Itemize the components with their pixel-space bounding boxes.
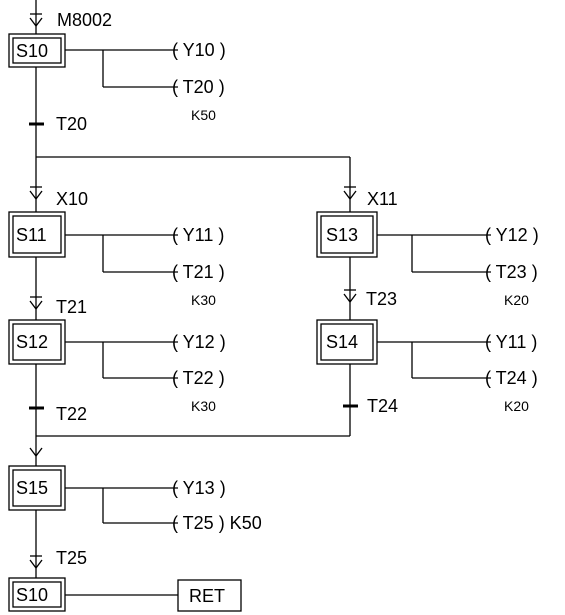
entry-arrow-x11 xyxy=(343,186,357,200)
step-s10-jump: S10 xyxy=(8,577,66,612)
step-s13: S13 xyxy=(316,211,378,258)
s12-output-t22: ( T22 ) xyxy=(172,368,225,388)
entry-arrow-t23 xyxy=(343,289,357,303)
s13-output-wiring xyxy=(377,234,491,273)
step-s14-label: S14 xyxy=(326,332,358,352)
ret-label: RET xyxy=(189,586,225,606)
step-s15: S15 xyxy=(8,465,66,511)
step-s10-label: S10 xyxy=(16,41,48,61)
entry-arrow-t25 xyxy=(29,555,43,569)
step-s15-label: S15 xyxy=(16,478,48,498)
transition-label-x11: X11 xyxy=(367,189,398,209)
transition-label-t25: T25 xyxy=(56,548,87,568)
transition-label-t23: T23 xyxy=(366,289,397,309)
transition-label-t21: T21 xyxy=(56,297,87,317)
s14-output-t24: ( T24 ) xyxy=(485,368,538,388)
initial-entry-arrow xyxy=(29,0,43,34)
step-s11: S11 xyxy=(8,211,66,258)
step-s12-label: S12 xyxy=(16,332,48,352)
s10-output-wiring xyxy=(65,49,178,88)
step-s10-jump-label: S10 xyxy=(16,585,48,605)
s12-output-wiring xyxy=(65,341,178,379)
s13-output-y12: ( Y12 ) xyxy=(485,225,539,245)
s12-output-y12: ( Y12 ) xyxy=(172,332,226,352)
step-s10-initial: S10 xyxy=(8,33,66,68)
initial-condition-label: M8002 xyxy=(57,10,112,30)
s11-output-t21: ( T21 ) xyxy=(172,262,225,282)
transition-label-t22: T22 xyxy=(56,404,87,424)
s15-output-y13: ( Y13 ) xyxy=(172,478,226,498)
s13-output-t23: ( T23 ) xyxy=(485,262,538,282)
s13-constant-k20: K20 xyxy=(504,292,529,308)
s14-output-y11: ( Y11 ) xyxy=(485,332,537,352)
step-s11-label: S11 xyxy=(16,225,47,245)
step-s12: S12 xyxy=(8,319,66,365)
ret-block: RET xyxy=(177,579,242,612)
s14-output-wiring xyxy=(377,341,491,379)
step-s13-label: S13 xyxy=(326,225,358,245)
s10-constant-k50: K50 xyxy=(191,107,216,123)
s15-output-wiring xyxy=(65,487,178,524)
transition-label-t20: T20 xyxy=(56,114,87,134)
transition-label-t24: T24 xyxy=(367,396,398,416)
entry-arrow-s15 xyxy=(29,447,43,457)
s10-output-y10: ( Y10 ) xyxy=(172,40,226,60)
s11-output-y11: ( Y11 ) xyxy=(172,225,224,245)
entry-arrow-t21 xyxy=(29,296,43,310)
s11-constant-k30: K30 xyxy=(191,292,216,308)
step-s14: S14 xyxy=(316,319,378,365)
s11-output-wiring xyxy=(65,234,178,273)
entry-arrow-x10 xyxy=(29,186,43,200)
s12-constant-k30: K30 xyxy=(191,398,216,414)
s10-output-t20: ( T20 ) xyxy=(172,77,225,97)
s14-constant-k20: K20 xyxy=(504,398,529,414)
transition-label-x10: X10 xyxy=(56,189,88,209)
s15-output-t25-k50: ( T25 ) K50 xyxy=(172,513,262,533)
